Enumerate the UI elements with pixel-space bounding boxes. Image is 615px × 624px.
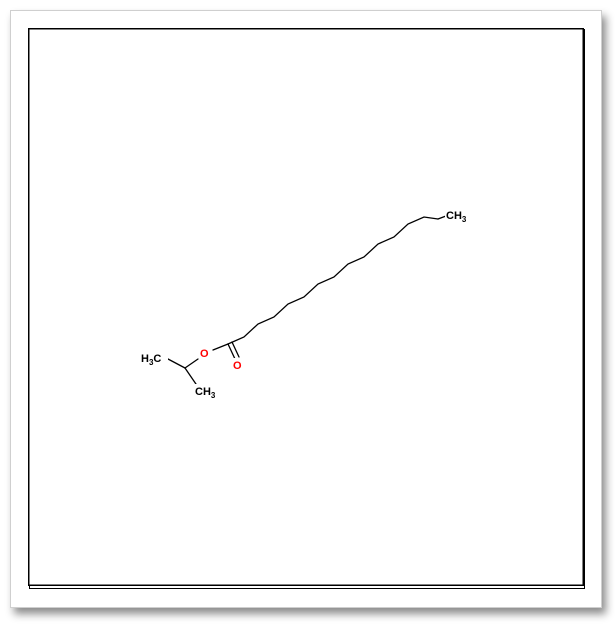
terminal-methyl-sub: 3 (462, 215, 467, 224)
left-methyl-label: H3C (140, 351, 168, 367)
hydrocarbon-chain (227, 216, 439, 345)
left-methyl-tail: C (153, 353, 161, 365)
lower-methyl-main: CH (195, 386, 211, 398)
ch-lower-methyl-bond (184, 367, 199, 388)
carbonyl-oxygen-text: O (233, 360, 242, 372)
terminal-bond (437, 215, 447, 220)
carbonyl-bond-1 (227, 343, 236, 360)
carbonyl-bond-2 (231, 341, 240, 358)
left-methyl-sub: 3 (149, 358, 154, 367)
ester-c-o-bond (212, 343, 229, 351)
structure-render: O O CH3 H3C CH3 (28, 28, 584, 586)
carbonyl-oxygen-label: O (232, 358, 244, 372)
terminal-methyl-main: CH (446, 210, 462, 222)
left-methyl-main: H (141, 353, 149, 365)
ester-o-ch-bond (184, 358, 199, 369)
ester-oxygen-label: O (199, 346, 211, 360)
terminal-methyl-label: CH3 (445, 208, 469, 224)
lower-methyl-label: CH3 (194, 384, 218, 400)
lower-methyl-sub: 3 (211, 391, 216, 400)
render-border (28, 28, 584, 586)
ch-left-methyl-bond (167, 358, 186, 369)
terminal-methyl-text: CH3 (446, 210, 467, 224)
lower-methyl-text: CH3 (195, 386, 216, 400)
left-methyl-text: H3C (141, 353, 161, 367)
ester-oxygen-text: O (200, 348, 209, 360)
